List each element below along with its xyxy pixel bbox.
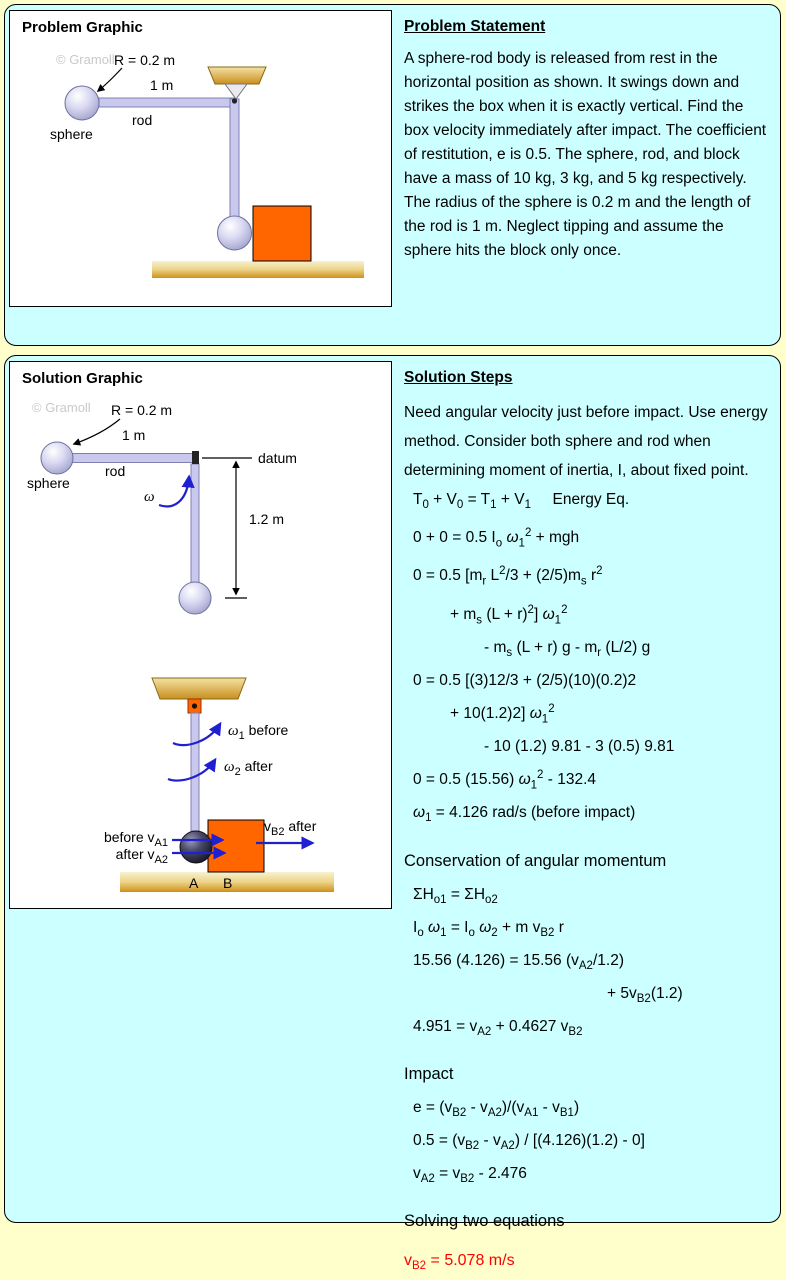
solution-steps-title: Solution Steps — [404, 369, 513, 386]
eq-momentum-line: 4.951 = vA2 + 0.4627 vB2 — [413, 1017, 583, 1038]
ground — [152, 261, 364, 278]
omega-label: ω — [144, 489, 155, 505]
eq-energy-line: ω1 = 4.126 rad/s (before impact) — [413, 804, 636, 825]
momentum-section-title: Conservation of angular momentum — [404, 851, 667, 870]
box — [252, 205, 312, 262]
solving-section-title: Solving two equations — [404, 1212, 565, 1231]
eq-momentum-line: ΣHo1 = ΣHo2 — [413, 885, 498, 906]
length-label: 1 m — [150, 77, 173, 93]
eq-momentum-line: + 5vB2(1.2) — [607, 984, 683, 1005]
radius-arrow — [96, 67, 123, 92]
point-b-label: B — [223, 875, 232, 891]
eq-impact-line: vA2 = vB2 - 2.476 — [413, 1165, 527, 1186]
ground — [120, 872, 334, 892]
sphere-bottom — [178, 581, 212, 615]
va1-label: before vA1 — [104, 829, 168, 849]
eq-energy-line: T0 + V0 = T1 + V1 Energy Eq. — [413, 491, 630, 512]
pivot-pin — [192, 451, 199, 464]
solution-steps: Solution Steps Need angular velocity jus… — [404, 368, 772, 1280]
rod-horizontal — [71, 453, 199, 463]
radius-label: R = 0.2 m — [114, 52, 175, 68]
eq-energy-line: - 10 (1.2) 9.81 - 3 (0.5) 9.81 — [484, 738, 675, 756]
sphere-final — [217, 215, 252, 251]
solution-diagram: © Gramoll R = 0.2 m datum ω 1.2 m 1 m ro… — [27, 400, 334, 892]
box — [207, 819, 265, 873]
eq-energy-line: 0 = 0.5 [(3)12/3 + (2/5)(10)(0.2)2 — [413, 671, 637, 689]
problem-panel: Problem Graphic — [4, 4, 781, 346]
eq-energy-line: 0 + 0 = 0.5 Io ω12 + mgh — [413, 527, 580, 550]
final-answer: vB2 = 5.078 m/s — [404, 1252, 515, 1273]
datum-label: datum — [258, 450, 297, 466]
problem-graphic-title: Problem Graphic — [22, 19, 143, 36]
solution-graphic-box: Solution Graphic — [9, 361, 392, 909]
problem-statement-title: Problem Statement — [404, 18, 546, 35]
sphere-label: sphere — [27, 475, 70, 491]
vb2-label: vB2 after — [264, 818, 317, 838]
radius-label: R = 0.2 m — [111, 402, 172, 418]
sphere-initial — [64, 85, 100, 121]
eq-energy-line: + 10(1.2)2] ω12 — [450, 702, 555, 726]
eq-energy-line: + ms (L + r)2] ω12 — [450, 603, 568, 626]
rod-vertical — [229, 98, 240, 218]
omega-arrow — [158, 474, 195, 508]
solution-intro-text: Need angular velocity just before impact… — [404, 404, 768, 479]
omega2-label: ω2 after — [224, 758, 273, 778]
rod-lower — [190, 712, 200, 832]
page: { "problem": { "graphic_title": "Problem… — [4, 4, 781, 1273]
pivot-bracket — [224, 83, 248, 100]
rod-horizontal — [98, 97, 236, 108]
point-a-label: A — [189, 875, 199, 891]
rod-label: rod — [132, 112, 152, 128]
eq-energy-line: - ms (L + r) g - mr (L/2) g — [484, 638, 651, 659]
radius-arrow — [72, 418, 121, 446]
sphere-label: sphere — [50, 126, 93, 142]
eq-energy-line: 0 = 0.5 (15.56) ω12 - 132.4 — [413, 769, 597, 792]
pivot-pin — [231, 98, 238, 104]
watermark: © Gramoll — [32, 400, 91, 415]
impact-sphere — [179, 830, 213, 864]
eq-impact-line: 0.5 = (vB2 - vA2) / [(4.126)(1.2) - 0] — [413, 1132, 645, 1153]
solution-panel: Solution Graphic — [4, 355, 781, 1272]
impact-section-title: Impact — [404, 1065, 454, 1083]
va2-label: after vA2 — [116, 846, 168, 866]
problem-graphic-box: Problem Graphic — [9, 10, 392, 307]
pivot-pin-lower — [191, 703, 198, 709]
eq-energy-line: 0 = 0.5 [mr L2/3 + (2/5)ms r2 — [413, 565, 603, 588]
omega2-arrow — [167, 757, 217, 782]
support-bracket — [207, 66, 267, 85]
solution-graphic-title: Solution Graphic — [22, 370, 143, 387]
omega1-arrow — [172, 721, 222, 747]
problem-statement-text: A sphere-rod body is released from rest … — [404, 50, 767, 259]
length-label: 1 m — [122, 427, 145, 443]
problem-diagram: © Gramoll R = 0.2 m 1 m rod sphere — [50, 52, 364, 278]
sphere — [40, 441, 74, 475]
omega1-label: ω1 before — [228, 722, 289, 742]
eq-momentum-line: Io ω1 = Io ω2 + m vB2 r — [413, 918, 564, 939]
height-label: 1.2 m — [249, 511, 284, 527]
watermark: © Gramoll — [56, 52, 115, 67]
support-bracket — [151, 677, 247, 700]
eq-momentum-line: 15.56 (4.126) = 15.56 (vA2/1.2) — [413, 951, 624, 972]
problem-statement: Problem Statement A sphere-rod body is r… — [404, 17, 772, 263]
eq-impact-line: e = (vB2 - vA2)/(vA1 - vB1) — [413, 1099, 580, 1120]
rod-label: rod — [105, 463, 125, 479]
rod-vertical — [190, 463, 200, 585]
